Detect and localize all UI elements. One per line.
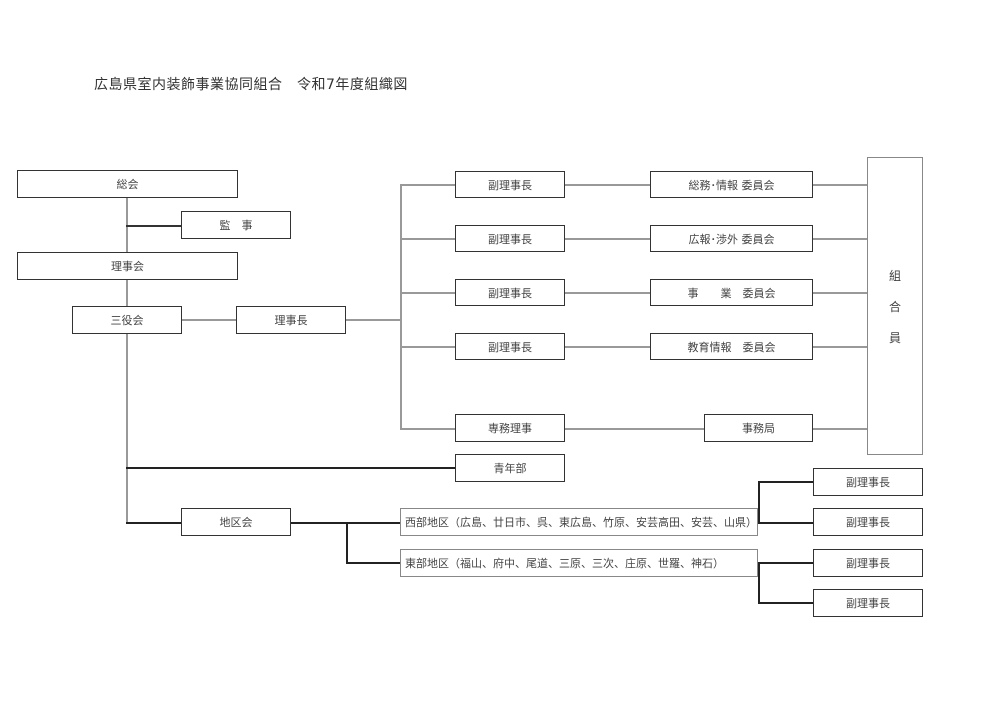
committee-box: 教育情報 委員会 — [650, 333, 813, 360]
connector-line — [126, 522, 182, 524]
east-district-box: 東部地区（福山、府中、尾道、三原、三次、庄原、世羅、神石） — [400, 549, 758, 577]
connector-line — [758, 522, 814, 524]
committee-box: 事 業 委員会 — [650, 279, 813, 306]
district-vice-chair-box: 副理事長 — [813, 589, 923, 617]
connector-line — [346, 319, 401, 321]
connector-line — [565, 346, 651, 348]
connector-line — [346, 522, 348, 563]
vice-chair-box: 副理事長 — [455, 225, 565, 252]
district-council-box: 地区会 — [181, 508, 291, 536]
connector-line — [346, 562, 401, 564]
auditor-box: 監 事 — [181, 211, 291, 239]
connector-line — [565, 292, 651, 294]
district-vice-chair-box: 副理事長 — [813, 468, 923, 496]
connector-line — [812, 428, 868, 430]
connector-line — [812, 184, 868, 186]
connector-line — [565, 238, 651, 240]
connector-line — [400, 184, 456, 186]
connector-line — [758, 602, 814, 604]
vice-chair-box: 副理事長 — [455, 333, 565, 360]
members-char: 組 — [888, 268, 901, 283]
connector-line — [400, 238, 456, 240]
connector-line — [565, 428, 705, 430]
connector-line — [126, 467, 456, 469]
executive-director-box: 専務理事 — [455, 414, 565, 442]
chart-title: 広島県室内装飾事業協同組合 令和7年度組織図 — [94, 77, 408, 93]
vice-chair-box: 副理事長 — [455, 171, 565, 198]
members-char: 員 — [888, 330, 901, 345]
connector-line — [758, 562, 760, 603]
members-char: 合 — [888, 299, 901, 314]
youth-division-box: 青年部 — [455, 454, 565, 482]
general-assembly-box: 総会 — [17, 170, 238, 198]
district-vice-chair-box: 副理事長 — [813, 549, 923, 577]
connector-line — [126, 333, 128, 523]
connector-line — [812, 346, 868, 348]
vice-chair-box: 副理事長 — [455, 279, 565, 306]
chairman-box: 理事長 — [236, 306, 346, 334]
west-district-box: 西部地区（広島、廿日市、呉、東広島、竹原、安芸高田、安芸、山県） — [400, 508, 758, 536]
connector-line — [812, 292, 868, 294]
members-box: 組 合 員 — [867, 157, 923, 455]
connector-line — [812, 238, 868, 240]
connector-line — [400, 428, 456, 430]
connector-line — [758, 562, 814, 564]
connector-line — [758, 481, 760, 522]
connector-line — [126, 225, 182, 227]
connector-line — [181, 319, 237, 321]
committee-box: 広報･渉外 委員会 — [650, 225, 813, 252]
board-box: 理事会 — [17, 252, 238, 280]
connector-line — [758, 481, 814, 483]
secretariat-box: 事務局 — [704, 414, 813, 442]
district-vice-chair-box: 副理事長 — [813, 508, 923, 536]
connector-line — [126, 279, 128, 307]
connector-line — [400, 184, 402, 429]
connector-line — [565, 184, 651, 186]
connector-line — [400, 292, 456, 294]
executive-committee-box: 三役会 — [72, 306, 182, 334]
connector-line — [400, 346, 456, 348]
committee-box: 総務･情報 委員会 — [650, 171, 813, 198]
